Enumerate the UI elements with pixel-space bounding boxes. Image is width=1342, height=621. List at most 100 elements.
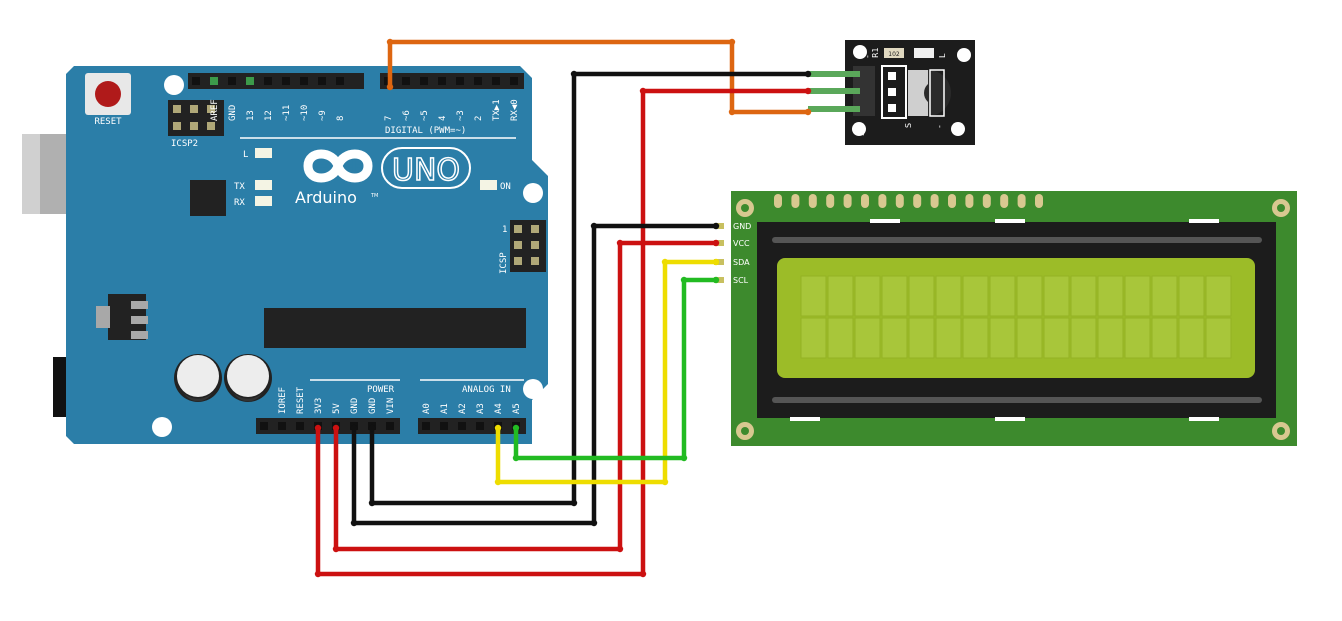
digital-pin-label: ~3 bbox=[456, 110, 466, 121]
digital-pin-label: ~6 bbox=[402, 110, 412, 121]
mounting-hole bbox=[951, 122, 965, 136]
wire-joint bbox=[616, 545, 624, 553]
analog-pin-label: A5 bbox=[512, 403, 522, 414]
power-label: POWER bbox=[367, 385, 395, 395]
wire-joint bbox=[590, 519, 598, 527]
voltage-regulator bbox=[96, 294, 148, 340]
mounting-hole bbox=[523, 183, 543, 203]
header-pin bbox=[318, 77, 326, 85]
capacitor bbox=[224, 354, 272, 402]
lcd-pad bbox=[826, 194, 835, 208]
lcd-char-cell bbox=[989, 317, 1016, 359]
lcd-i2c-pin-label: SDA bbox=[733, 258, 750, 267]
lcd-i2c-pin-label: GND bbox=[733, 222, 751, 231]
lcd-char-cell bbox=[1205, 317, 1232, 359]
lcd-pad bbox=[1017, 194, 1026, 208]
led-on bbox=[480, 180, 497, 190]
power-pin-label: GND bbox=[350, 398, 360, 414]
led-rx-label: RX bbox=[234, 198, 245, 208]
lcd-char-cell bbox=[908, 275, 935, 317]
pin-l-label: L bbox=[938, 53, 947, 58]
lcd-char-cell bbox=[935, 317, 962, 359]
digital-pin-label: GND bbox=[228, 105, 238, 121]
wire-joint bbox=[804, 70, 812, 78]
wire-joint bbox=[639, 87, 647, 95]
lcd-pad bbox=[1000, 194, 1009, 208]
lcd-pad bbox=[791, 194, 800, 208]
wire-joint bbox=[712, 258, 720, 266]
lcd-char-cell bbox=[1151, 275, 1178, 317]
lcd-char-cell bbox=[800, 275, 827, 317]
r1-label: R1 bbox=[871, 47, 880, 58]
header-pin bbox=[510, 77, 518, 85]
wire-joint bbox=[494, 424, 502, 432]
lcd-pad bbox=[1035, 194, 1043, 208]
wire-joint bbox=[712, 222, 720, 230]
analog-pin-label: A0 bbox=[422, 403, 432, 414]
wire-joint bbox=[680, 276, 688, 284]
r1-value: 102 bbox=[888, 51, 900, 58]
resistor-r1 bbox=[884, 48, 904, 58]
wire-joint bbox=[590, 222, 598, 230]
infinity-logo bbox=[303, 149, 373, 183]
led-tx bbox=[255, 180, 272, 190]
power-pin-label: 5V bbox=[332, 403, 342, 414]
power-header bbox=[256, 418, 400, 434]
power-pin-label: GND bbox=[368, 398, 378, 414]
lcd-char-cell bbox=[962, 275, 989, 317]
header-pin bbox=[474, 77, 482, 85]
header-pin bbox=[192, 77, 200, 85]
digital-pin-label: RX◀0 bbox=[510, 99, 520, 121]
wire-joint bbox=[680, 454, 688, 462]
wiring bbox=[314, 38, 812, 578]
lcd-char-cell bbox=[989, 275, 1016, 317]
analog-header bbox=[418, 418, 526, 434]
ir-receiver-footprint bbox=[881, 65, 907, 119]
pin-s-label: S bbox=[857, 130, 867, 136]
lcd-pad bbox=[965, 194, 974, 208]
digital-pin-label: TX▶1 bbox=[492, 99, 502, 121]
lcd-i2c-pin-label: VCC bbox=[733, 239, 750, 248]
lcd-char-cell bbox=[800, 317, 827, 359]
lcd-module: GND VCC SDA SCL bbox=[714, 191, 1297, 446]
lcd-char-cell bbox=[1178, 317, 1205, 359]
icsp2-header bbox=[168, 100, 224, 136]
header-pin bbox=[492, 77, 500, 85]
mounting-hole bbox=[957, 48, 971, 62]
wire-joint bbox=[386, 38, 394, 46]
digital-pin-label: 8 bbox=[336, 116, 346, 121]
digital-pin-label: ~9 bbox=[318, 110, 328, 121]
header-pin bbox=[260, 422, 268, 430]
wire-joint bbox=[494, 478, 502, 486]
wire-joint bbox=[570, 499, 578, 507]
lcd-char-cell bbox=[881, 317, 908, 359]
digital-pin-label: ~5 bbox=[420, 110, 430, 121]
wire-joint bbox=[661, 258, 669, 266]
main-mcu-chip bbox=[264, 308, 526, 348]
wire-joint bbox=[350, 424, 358, 432]
reset-button-cap bbox=[95, 81, 121, 107]
icsp2-label: ICSP2 bbox=[171, 139, 198, 149]
header-pin bbox=[438, 77, 446, 85]
led-l-label: L bbox=[243, 150, 248, 160]
wire-joint bbox=[804, 108, 812, 116]
reset-label: RESET bbox=[94, 117, 122, 127]
lcd-i2c-pin-label: SCL bbox=[733, 276, 749, 285]
lcd-pad bbox=[930, 194, 939, 208]
lcd-character-grid bbox=[800, 275, 1232, 359]
lcd-char-cell bbox=[827, 275, 854, 317]
header-pin bbox=[420, 77, 428, 85]
digital-pin-label: AREF bbox=[210, 99, 220, 121]
wire-joint bbox=[804, 87, 812, 95]
lcd-pad bbox=[861, 194, 869, 208]
lcd-char-cell bbox=[1151, 317, 1178, 359]
wire-joint bbox=[368, 424, 376, 432]
lcd-pad bbox=[878, 194, 887, 208]
wire-joint bbox=[332, 545, 340, 553]
power-pin-label: VIN bbox=[386, 398, 396, 414]
lcd-char-cell bbox=[854, 317, 881, 359]
icsp-pin1-label: 1 bbox=[502, 225, 507, 235]
lcd-char-cell bbox=[1016, 317, 1043, 359]
